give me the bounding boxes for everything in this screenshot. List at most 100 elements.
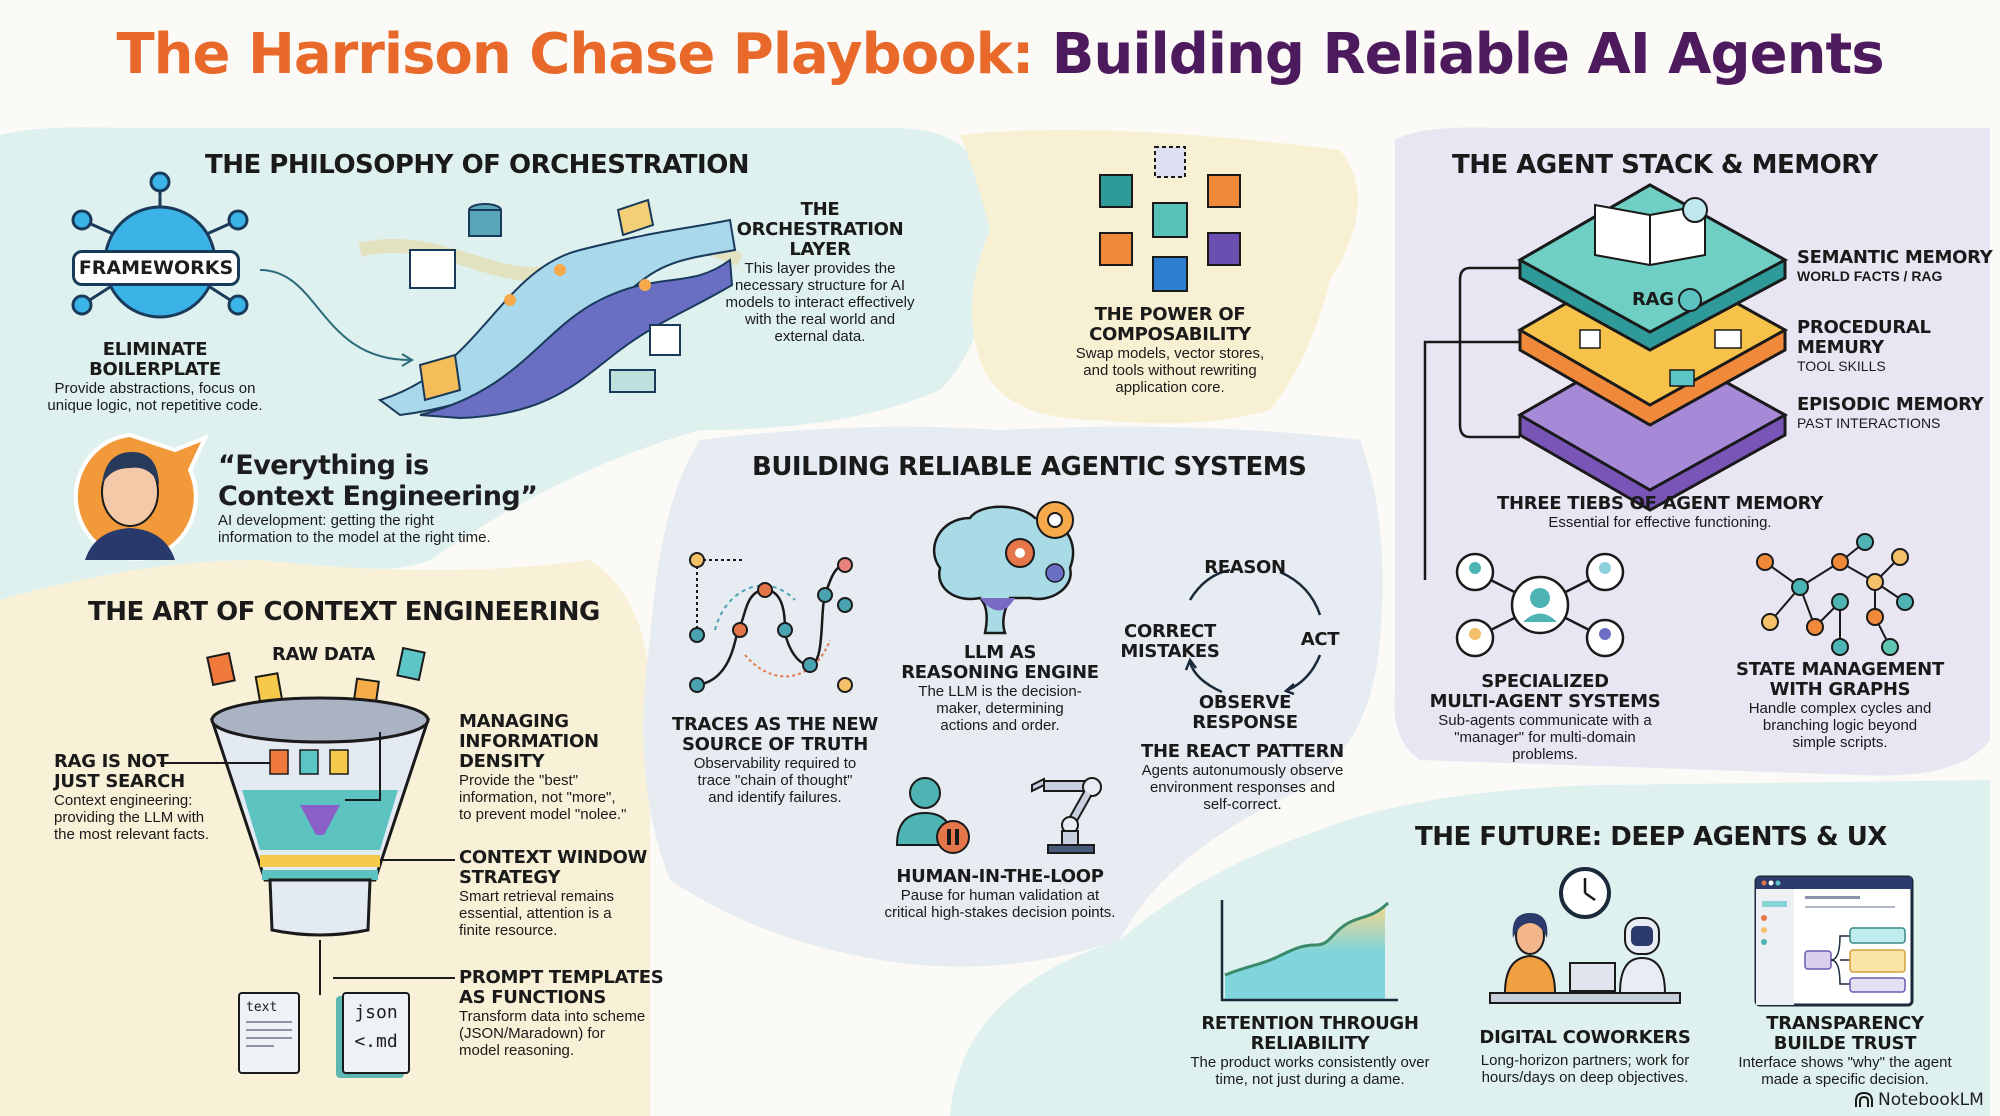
- rag-title-1: RAG IS NOT: [54, 751, 169, 772]
- rag-title-2: JUST SEARCH: [54, 771, 185, 792]
- context-window-block: CONTEXT WINDOW STRATEGY Smart retrieval …: [459, 847, 659, 940]
- traces-graph-icon: [689, 552, 853, 693]
- react-correct-label: CORRECT MISTAKES: [1120, 622, 1220, 662]
- layer-title-1: THE ORCHESTRATION: [736, 199, 904, 240]
- retention-body-1: The product works consistently over: [1190, 1054, 1430, 1071]
- brand-label: NotebookLM: [1878, 1090, 1984, 1110]
- title-part2: Building Reliable AI Agents: [1051, 22, 1885, 87]
- frameworks-label: FRAMEWORKS: [72, 250, 240, 286]
- brain-gears-icon: [932, 501, 1075, 635]
- layer-body-3: models to interact effectively: [725, 294, 915, 311]
- retention-block: RETENTION THROUGH RELIABILITY The produc…: [1185, 1013, 1435, 1089]
- section-heading-reliable: BUILDING RELIABLE AGENTIC SYSTEMS: [752, 452, 1307, 482]
- density-title-1: MANAGING: [459, 711, 569, 732]
- templates-body-3: model reasoning.: [459, 1042, 575, 1059]
- flow-arrow: [259, 269, 414, 367]
- coworkers-title: DIGITAL COWORKERS: [1479, 1027, 1691, 1048]
- rag-body-1: Context engineering:: [54, 792, 193, 809]
- episodic-sub: PAST INTERACTIONS: [1797, 415, 1941, 431]
- multi-body-1: Sub-agents communicate with a: [1438, 712, 1652, 729]
- traces-body-1: Observability required to: [693, 755, 857, 772]
- quote-body-2: information to the model at the right ti…: [218, 529, 491, 546]
- state-graph-icon: [1756, 533, 1914, 656]
- composability-title-2: COMPOSABILITY: [1089, 324, 1251, 345]
- retention-title-1: RETENTION THROUGH: [1201, 1013, 1419, 1034]
- tiers-title: THREE TIEBS OF AGENT MEMORY: [1497, 493, 1823, 514]
- memory-tiers-block: THREE TIEBS OF AGENT MEMORY Essential fo…: [1480, 493, 1840, 532]
- quote-line-2: Context Engineering”: [218, 481, 538, 512]
- composability-body-1: Swap models, vector stores,: [1075, 345, 1265, 362]
- density-body-2: information, not "more",: [459, 789, 616, 806]
- layer-title-2: LAYER: [789, 239, 851, 260]
- graphs-body-2: branching logic beyond: [1762, 717, 1918, 734]
- hitl-title: HUMAN-IN-THE-LOOP: [896, 866, 1104, 887]
- multi-agent-network-icon: [1455, 552, 1625, 658]
- section-heading-orchestration: THE PHILOSOPHY OF ORCHESTRATION: [205, 150, 750, 180]
- json-md-document-icon: json <.md: [342, 992, 410, 1074]
- plugin-icon: [609, 369, 656, 393]
- layer-body-4: with the real world and: [744, 311, 896, 328]
- human-pause-icon: [895, 777, 970, 854]
- context-funnel-illustration: [206, 646, 431, 937]
- traces-body-2: trace "chain of thought": [697, 772, 853, 789]
- llm-title-1: LLM AS: [963, 642, 1037, 663]
- section-heading-future: THE FUTURE: DEEP AGENTS & UX: [1415, 822, 1887, 852]
- react-cycle-arrows: [1184, 568, 1322, 696]
- eliminate-title-1: ELIMINATE: [102, 339, 208, 360]
- templates-title-2: AS FUNCTIONS: [459, 987, 607, 1008]
- traces-body-3: and identify failures.: [708, 789, 842, 806]
- window-title-1: CONTEXT WINDOW: [459, 847, 648, 868]
- layer-body-2: necessary structure for AI: [734, 277, 906, 294]
- llm-body-1: The LLM is the decision-: [918, 683, 1082, 700]
- react-act-label: ACT: [1300, 629, 1340, 650]
- procedural-memory-block: PROCEDURAL MEMURY TOOL SKILLS: [1797, 318, 1931, 375]
- information-density-block: MANAGING INFORMATION DENSITY Provide the…: [459, 711, 659, 824]
- multi-title-2: MULTI-AGENT SYSTEMS: [1429, 691, 1661, 712]
- rag-body-3: the most relevant facts.: [54, 826, 210, 843]
- memory-stack-illustration: [1423, 183, 1789, 580]
- eliminate-title-2: BOILERPLATE: [89, 359, 221, 380]
- transparency-title-2: BUILDE TRUST: [1773, 1033, 1917, 1054]
- envelope-icon: [616, 198, 655, 237]
- prompt-templates-block: PROMPT TEMPLATES AS FUNCTIONS Transform …: [459, 967, 669, 1060]
- retention-title-2: RELIABILITY: [1250, 1033, 1370, 1054]
- llm-body-2: maker, determining: [936, 700, 1064, 717]
- templates-title-1: PROMPT TEMPLATES: [459, 967, 664, 988]
- density-body-3: to prevent model "nolee.": [459, 806, 627, 823]
- graphs-title-2: WITH GRAPHS: [1769, 679, 1911, 700]
- multi-agent-block: SPECIALIZED MULTI-AGENT SYSTEMS Sub-agen…: [1420, 672, 1670, 764]
- transparency-body-1: Interface shows "why" the agent: [1738, 1054, 1952, 1071]
- window-body-1: Smart retrieval remains: [459, 888, 615, 905]
- connector-lines-context: [160, 732, 455, 995]
- episodic-memory-block: EPISODIC MEMORY PAST INTERACTIONS: [1797, 395, 1984, 432]
- raw-data-label: RAW DATA: [272, 644, 375, 665]
- quote-line-1: “Everything is: [218, 450, 429, 481]
- llm-title-2: REASONING ENGINE: [901, 662, 1099, 683]
- hitl-body-1: Pause for human validation at: [900, 887, 1100, 904]
- quote-block: “Everything is Context Engineering” AI d…: [218, 450, 548, 546]
- react-pattern-block: THE REACT PATTERN Agents autonumously ob…: [1130, 742, 1355, 814]
- folder-icon: [418, 353, 462, 402]
- procedural-title-2: MEMURY: [1797, 337, 1884, 358]
- digital-coworkers-icon: [1489, 867, 1681, 1004]
- procedural-title-1: PROCEDURAL: [1797, 317, 1931, 338]
- notebooklm-logo-icon: [1855, 1091, 1873, 1107]
- correct-line-1: CORRECT: [1124, 621, 1216, 642]
- transparency-block: TRANSPARENCY BUILDE TRUST Interface show…: [1720, 1014, 1970, 1089]
- observe-line-2: RESPONSE: [1192, 712, 1298, 733]
- retention-growth-chart-icon: [1220, 900, 1398, 1002]
- section-heading-stack: THE AGENT STACK & MEMORY: [1452, 150, 1878, 180]
- templates-body-2: (JSON/Maradown) for: [459, 1025, 605, 1042]
- orchestration-pipeline-illustration: [358, 198, 744, 420]
- rag-not-search-block: RAG IS NOT JUST SEARCH Context engineeri…: [54, 751, 244, 844]
- traces-block: TRACES AS THE NEW SOURCE OF TRUTH Observ…: [670, 715, 880, 807]
- multi-body-2: "manager" for multi-domain problems.: [1454, 729, 1636, 763]
- harrison-avatar: [73, 432, 209, 561]
- semantic-title: SEMANTIC MEMORY: [1797, 247, 1993, 268]
- doc-md-label: <.md: [354, 1031, 398, 1052]
- tiers-body: Essential for effective functioning.: [1548, 514, 1772, 531]
- window-icon: [409, 249, 456, 289]
- coworkers-body-1: Long-horizon partners; work for: [1480, 1052, 1690, 1069]
- semantic-memory-block: SEMANTIC MEMORY WORLD FACTS / RAG: [1797, 247, 1993, 285]
- react-body-1: Agents autonumously observe: [1141, 762, 1344, 779]
